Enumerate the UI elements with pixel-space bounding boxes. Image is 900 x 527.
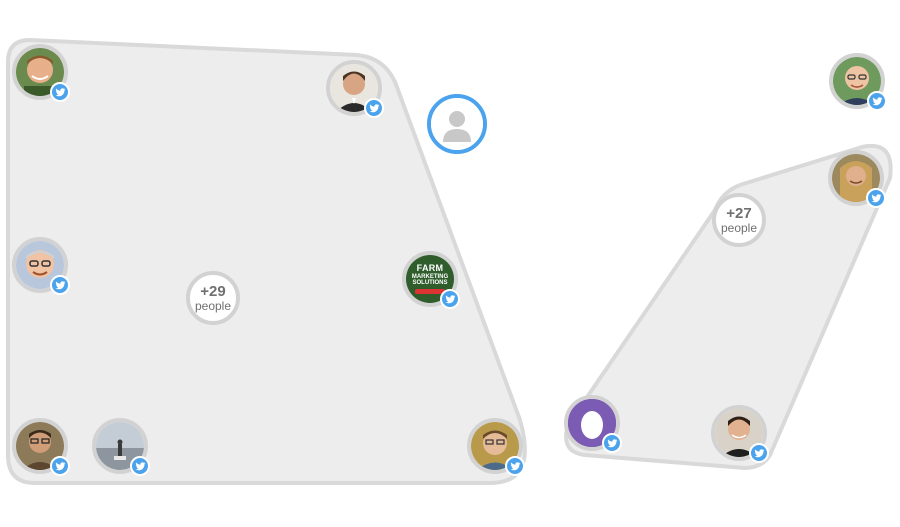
avatar	[12, 418, 68, 474]
left-member-7[interactable]	[467, 418, 525, 476]
logo-line-2: MARKETING	[411, 273, 449, 280]
person-photo-icon	[833, 57, 881, 105]
logo-stripe	[415, 288, 445, 294]
twitter-icon	[440, 289, 460, 309]
twitter-icon	[602, 433, 622, 453]
person-photo-icon	[16, 241, 64, 289]
twitter-icon	[50, 275, 70, 295]
avatar: FARM MARKETING SOLUTIONS	[402, 251, 458, 307]
right-group-count-number: +27	[726, 205, 752, 222]
right-member-3[interactable]	[711, 405, 769, 463]
twitter-icon	[505, 456, 525, 476]
farm-marketing-logo: FARM MARKETING SOLUTIONS	[406, 255, 454, 303]
avatar	[92, 418, 148, 474]
avatar	[829, 53, 885, 109]
twitter-icon	[866, 188, 886, 208]
left-member-2[interactable]	[326, 60, 384, 118]
right-member-2[interactable]	[564, 395, 622, 453]
person-photo-icon	[832, 154, 880, 202]
twitter-icon	[130, 456, 150, 476]
logo-line-1: FARM	[416, 263, 444, 274]
avatar	[12, 237, 68, 293]
left-member-6[interactable]	[92, 418, 150, 476]
left-member-3[interactable]	[12, 237, 70, 295]
left-group-count-number: +29	[200, 283, 226, 300]
twitter-icon	[50, 82, 70, 102]
left-group-count-label: people	[194, 299, 232, 313]
default-user-icon	[431, 98, 483, 150]
left-member-1[interactable]	[12, 44, 70, 102]
twitter-icon	[50, 456, 70, 476]
twitter-icon	[749, 443, 769, 463]
right-group-count[interactable]: +27 people	[712, 193, 766, 247]
twitter-icon	[364, 98, 384, 118]
avatar	[12, 44, 68, 100]
right-member-1[interactable]	[828, 150, 886, 208]
lone-member[interactable]	[829, 53, 887, 111]
twitter-icon	[867, 91, 887, 111]
left-member-4[interactable]: FARM MARKETING SOLUTIONS	[402, 251, 460, 309]
left-member-5[interactable]	[12, 418, 70, 476]
right-group-count-label: people	[720, 221, 758, 235]
left-group-region[interactable]	[6, 37, 527, 485]
left-group-count[interactable]: +29 people	[186, 271, 240, 325]
default-user-avatar[interactable]	[427, 94, 487, 154]
logo-line-3: SOLUTIONS	[412, 280, 448, 287]
